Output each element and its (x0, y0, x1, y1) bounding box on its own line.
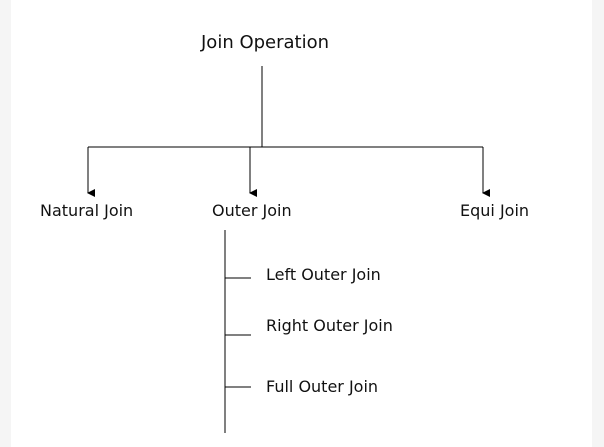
root-node-label: Join Operation (201, 32, 330, 53)
diagram-canvas (11, 0, 592, 447)
natural-join-label: Natural Join (40, 201, 134, 220)
right-outer-join-label: Right Outer Join (266, 316, 393, 335)
outer-join-label: Outer Join (212, 201, 292, 220)
left-outer-join-label: Left Outer Join (266, 265, 381, 284)
full-outer-join-label: Full Outer Join (266, 377, 379, 396)
equi-join-label: Equi Join (460, 201, 530, 220)
